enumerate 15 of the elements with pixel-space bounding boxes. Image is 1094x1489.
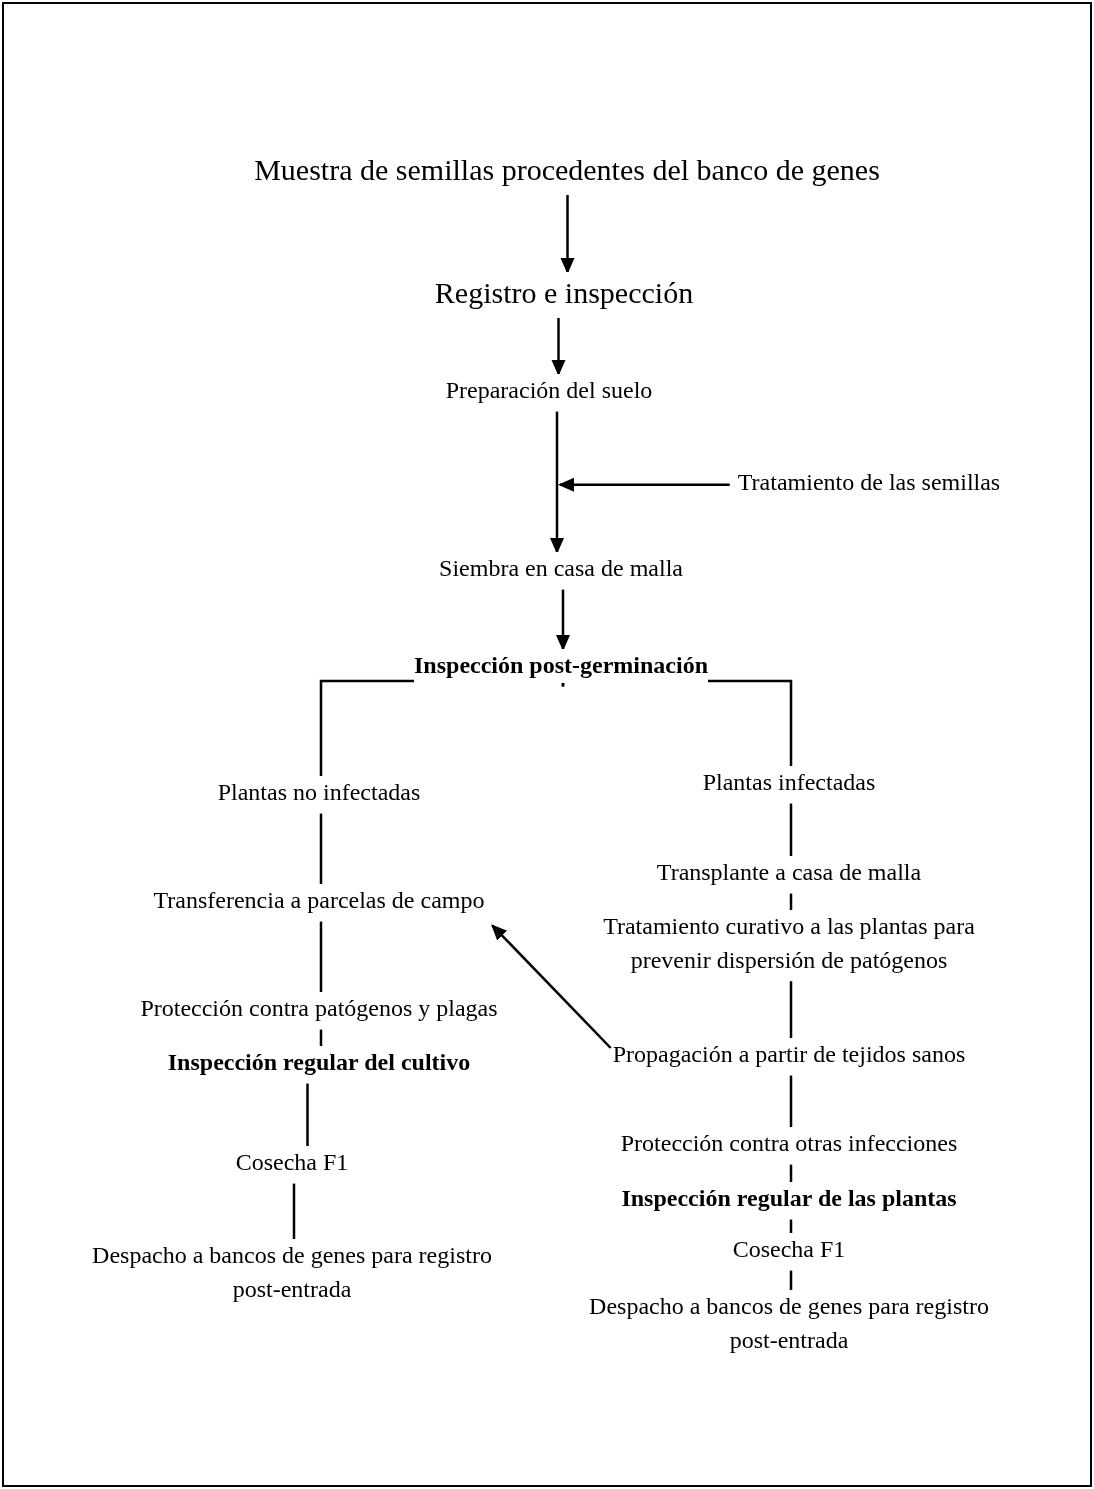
- connector-line: [789, 981, 793, 1038]
- connector-line: [789, 1270, 793, 1290]
- connector-line: [292, 1183, 296, 1239]
- arrow: [560, 195, 575, 274]
- connector-line: [789, 803, 793, 856]
- arrow: [491, 924, 612, 1049]
- arrow: [556, 589, 570, 651]
- connector-line: [319, 921, 323, 992]
- step-label: Inspección post-germinación: [414, 649, 708, 683]
- connector-line: [789, 1075, 793, 1127]
- connector-line: [306, 1083, 309, 1146]
- arrow: [551, 318, 566, 376]
- arrow: [550, 411, 564, 554]
- connector-line: [319, 813, 323, 884]
- arrow: [558, 477, 730, 492]
